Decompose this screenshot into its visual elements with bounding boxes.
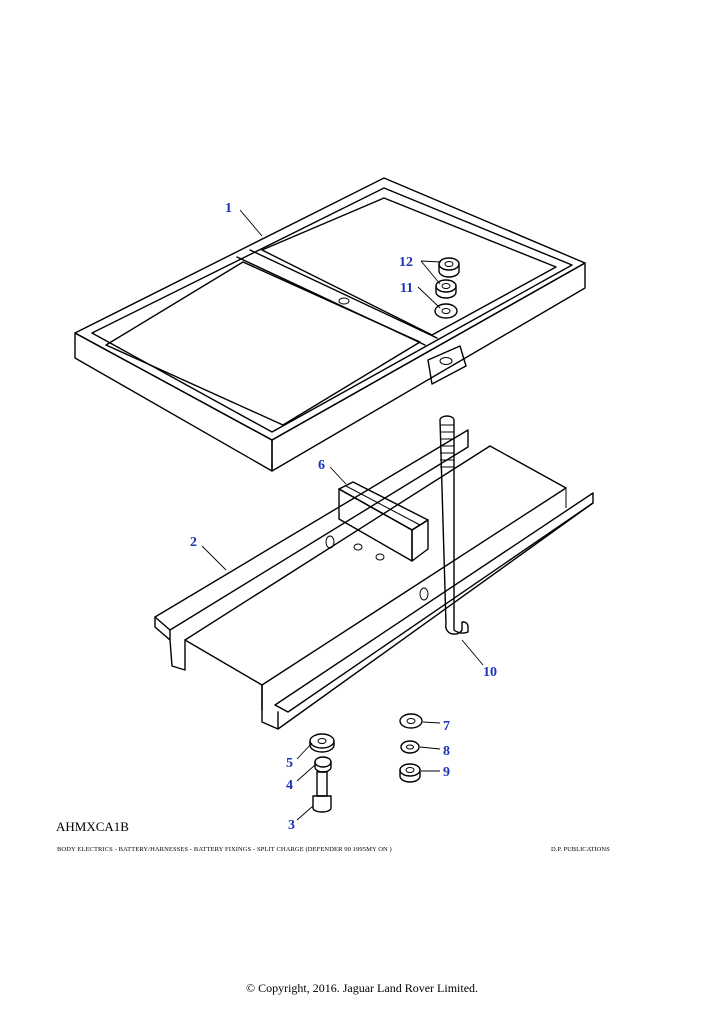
nut-washer-stack-11-12 (434, 257, 460, 319)
callout-10: 10 (483, 665, 497, 680)
callout-12: 12 (399, 255, 413, 270)
spacer-block (338, 481, 429, 562)
leader-lines (201, 209, 484, 821)
callout-6: 6 (318, 458, 325, 473)
battery-tray (154, 429, 594, 730)
j-bolt (439, 415, 469, 635)
callout-8: 8 (443, 744, 450, 759)
copyright-footer: © Copyright, 2016. Jaguar Land Rover Lim… (245, 981, 479, 995)
publisher-label: D.P. PUBLICATIONS (551, 846, 610, 853)
callout-5: 5 (286, 756, 293, 771)
nut-washer-stack-7-8-9 (399, 713, 423, 783)
callout-11: 11 (400, 281, 413, 296)
battery-clamp-frame (74, 177, 586, 472)
callout-2: 2 (190, 535, 197, 550)
callout-7: 7 (443, 719, 450, 734)
callout-1: 1 (225, 201, 232, 216)
diagram-reference-code: AHMXCA1B (56, 819, 129, 834)
bolt-washer-stack-3-4-5 (309, 733, 335, 813)
callout-3: 3 (288, 818, 295, 833)
callouts: 1 2 3 4 5 6 7 8 9 10 11 12 (190, 201, 497, 833)
callout-4: 4 (286, 778, 293, 793)
diagram-caption: BODY ELECTRICS - BATTERY/HARNESSES - BAT… (57, 846, 392, 853)
callout-9: 9 (443, 765, 450, 780)
